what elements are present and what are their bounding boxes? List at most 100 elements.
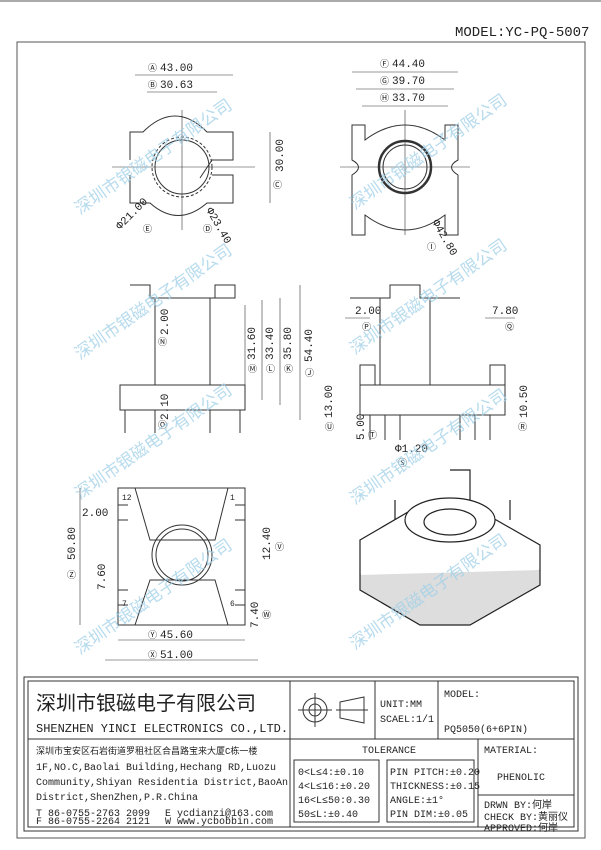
dimension-letter: Ⓩ: [67, 570, 76, 581]
tolerance-row: PIN DIM:±0.05: [390, 810, 468, 821]
dimension-letter: Ⓥ: [275, 542, 284, 553]
tolerance-row: 50≤L:±0.40: [298, 810, 358, 821]
tolerance-row: ANGLE:±1°: [390, 795, 444, 807]
dim-T: 5.00: [356, 414, 368, 440]
dimension-letter: Ⓟ: [362, 322, 371, 333]
dim-W: 7.40: [250, 602, 262, 628]
address-cn: 深圳市宝安区石岩街道罗租社区合昌路宝来大厦C栋一楼: [36, 745, 257, 757]
dimension-letter: Ⓦ: [262, 610, 271, 621]
address-line-1: 1F,NO.C,Baolai Building,Hechang RD,Luozu: [36, 762, 276, 774]
tolerance-row: 16<L≤50:0.30: [298, 796, 370, 807]
dim-K: 35.80: [283, 327, 295, 360]
dim-Q: 7.80: [492, 306, 518, 318]
watermark: 深圳市银磁电子有限公司: [71, 240, 236, 364]
title-block: [23, 676, 579, 832]
pin-7-label: 7: [122, 600, 127, 609]
dim-F: 44.40: [392, 59, 425, 71]
watermark: 深圳市银磁电子有限公司: [71, 95, 236, 219]
dim-G: 39.70: [392, 76, 425, 88]
dim-P: 2.00: [355, 306, 381, 318]
watermark: 深圳市银磁电子有限公司: [346, 235, 511, 359]
dimension-letter: Ⓞ: [158, 420, 167, 431]
watermark: 深圳市银磁电子有限公司: [346, 90, 511, 214]
dim-A: 43.00: [160, 63, 193, 75]
tolerance-row: 4<L≤16:±0.20: [298, 782, 370, 793]
side-view-right: [345, 284, 515, 440]
dim-X: 51.00: [160, 650, 193, 662]
tolerance-title: TOLERANCE: [362, 746, 416, 757]
dimension-letter: Ⓑ: [148, 80, 157, 91]
dim-S: Φ1.20: [395, 444, 428, 456]
dimension-letter: Ⓗ: [380, 93, 389, 104]
material-value: PHENOLIC: [497, 773, 545, 784]
company-name-en: SHENZHEN YINCI ELECTRONICS CO.,LTD.: [36, 722, 288, 736]
dim-L: 33.40: [265, 327, 277, 360]
top-view-right: [340, 71, 470, 236]
email: E ycdianzi@163.com: [165, 808, 273, 820]
company-name-cn: 深圳市银磁电子有限公司: [36, 691, 256, 715]
model-value: PQ5050(6+6PIN): [444, 724, 528, 736]
dimension-letter: Ⓕ: [380, 59, 389, 70]
dim-C: 30.00: [275, 139, 287, 172]
dimension-letter: Ⓝ: [158, 337, 167, 348]
projection-symbol-icon: [298, 693, 368, 727]
dim-N: 2.00: [160, 309, 172, 335]
dim-B: 30.63: [160, 80, 193, 92]
watermark: 深圳市银磁电子有限公司: [346, 385, 511, 509]
dimension-letter: Ⓒ: [273, 180, 282, 191]
dimension-letter: Ⓖ: [380, 76, 389, 87]
dim-V: 12.40: [262, 527, 274, 560]
address-line-2: Community,Shiyan Residentia District,Bao…: [36, 777, 288, 789]
dimension-letter: Ⓠ: [505, 322, 514, 333]
drawn-by: DRWN BY:何岸: [484, 798, 552, 812]
checked-by: CHECK BY:黄丽仪: [484, 810, 568, 824]
dim-R: 10.50: [519, 385, 531, 418]
pin-1-label: 1: [230, 494, 235, 503]
dim-7.60: 7.60: [97, 564, 109, 590]
telephone: T 86-0755-2763 2099: [36, 809, 150, 820]
pin-6-label: 6: [230, 600, 235, 609]
dim-J: 54.40: [304, 329, 316, 362]
dimension-letter: Ⓡ: [518, 422, 527, 433]
dimension-letter: Ⓙ: [305, 368, 314, 379]
dimension-letter: Ⓐ: [148, 63, 157, 74]
fax: F 86-0755-2264 2121: [36, 817, 150, 828]
dimension-letter: Ⓓ: [203, 224, 212, 235]
sheet-border: [16, 41, 586, 839]
dim-H: 33.70: [392, 93, 425, 105]
dim-U: 13.00: [324, 385, 336, 418]
address-line-3: District,ShenZhen,P.R.China: [36, 792, 198, 804]
dimension-letter: Ⓘ: [427, 242, 436, 253]
tolerance-row: PIN PITCH:±0.20: [390, 768, 480, 779]
dimension-letter: Ⓔ: [143, 224, 152, 235]
approved-by: APPROVED:何岸: [484, 821, 558, 835]
dimension-letter: Ⓛ: [266, 364, 275, 375]
dimension-letter: Ⓧ: [148, 650, 157, 661]
model-label: MODEL:: [444, 690, 480, 701]
watermark: 深圳市银磁电子有限公司: [71, 380, 236, 504]
dimension-letter: Ⓜ: [248, 364, 257, 375]
dimension-letter: Ⓣ: [368, 430, 377, 441]
tolerance-row: 0<L≤4:±0.10: [298, 768, 364, 779]
dimension-letter: Ⓚ: [284, 364, 293, 375]
dimension-letter: Ⓨ: [148, 630, 157, 641]
material-label: MATERIAL:: [484, 746, 538, 757]
bottom-view: [79, 487, 258, 661]
dim-Y: 45.60: [160, 630, 193, 642]
dim-M: 31.60: [247, 327, 259, 360]
pin-12-label: 12: [122, 494, 132, 503]
side-view-left: [119, 284, 301, 433]
tolerance-row: THICKNESS:±0.15: [390, 782, 480, 793]
dim-O: 2.10: [160, 394, 172, 420]
dim-Z: 50.80: [67, 527, 79, 560]
dimension-letter: Ⓢ: [398, 458, 407, 469]
dimension-letter: Ⓤ: [325, 422, 334, 433]
top-view-left: [112, 74, 271, 230]
dim-2.00: 2.00: [82, 508, 108, 520]
website: W www.ycbobbin.com: [165, 816, 273, 828]
model-header: MODEL:YC-PQ-5007: [455, 25, 589, 41]
scale: SCAEL:1/1: [380, 714, 434, 726]
unit: UNIT:MM: [380, 700, 422, 711]
